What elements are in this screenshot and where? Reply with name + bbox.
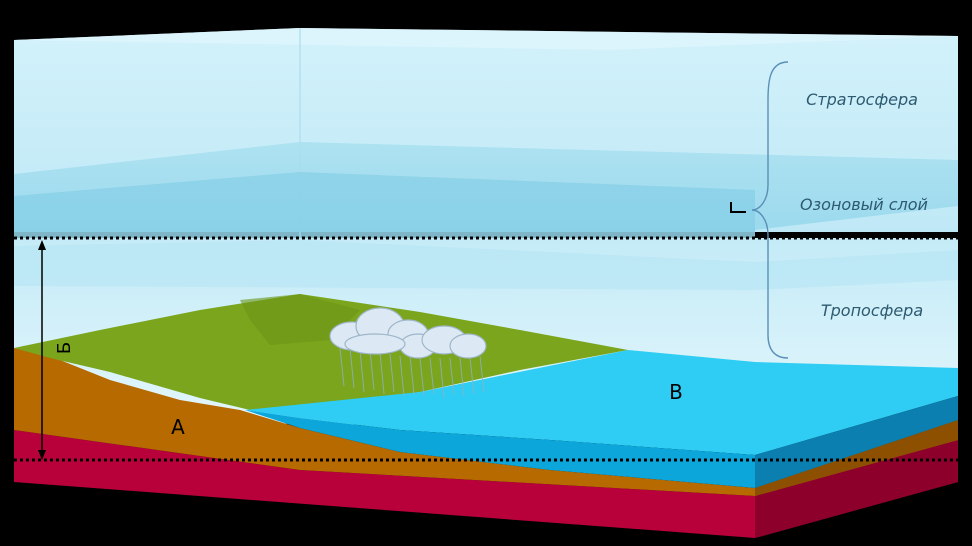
troposphere-band	[14, 240, 958, 290]
water-side	[755, 396, 958, 488]
water-body	[245, 350, 958, 455]
mantle-layer	[14, 430, 958, 538]
marker-a: А	[171, 415, 185, 439]
layer-brace	[751, 61, 789, 359]
cloud-shape	[329, 307, 487, 359]
stratosphere-top-face	[14, 28, 958, 50]
label-stratosphere: Стратосфера	[806, 90, 918, 109]
marker-b: Б	[54, 342, 75, 354]
rain-streaks	[339, 347, 485, 399]
atmosphere-block	[14, 28, 958, 430]
label-troposphere: Тропосфера	[821, 301, 923, 320]
ozone-layer-band	[14, 172, 755, 232]
water-front	[245, 410, 755, 488]
label-ozone-layer: Озоновый слой	[800, 195, 928, 214]
ground-strata	[14, 294, 958, 538]
rain-cloud	[329, 307, 487, 399]
height-arrow	[38, 240, 46, 460]
soil-side	[755, 420, 958, 496]
marker-v: В	[669, 380, 683, 404]
land-shadow	[240, 294, 360, 345]
land-green	[14, 294, 628, 410]
mantle-side	[755, 440, 958, 538]
marker-g-glyph	[730, 202, 746, 213]
